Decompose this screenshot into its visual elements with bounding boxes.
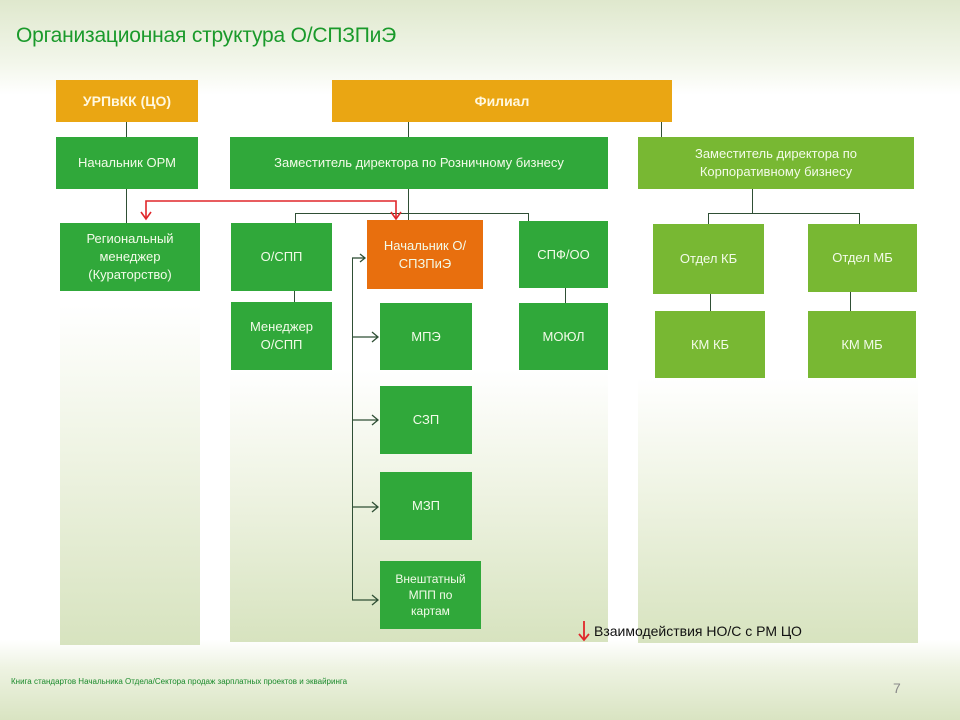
header-background — [0, 0, 960, 95]
connector-bar-spf — [528, 213, 529, 221]
box-km-mb: КМ МБ — [808, 311, 916, 378]
connector-orm-rm — [126, 189, 127, 223]
connector-filial-retail — [408, 122, 409, 137]
box-manager-ospp: Менеджер О/СПП — [231, 302, 332, 370]
box-moyul: МОЮЛ — [519, 303, 608, 370]
box-otdel-mb: Отдел МБ — [808, 224, 917, 292]
box-otdel-kb: Отдел КБ — [653, 224, 764, 294]
connector-urpvkk-orm — [126, 122, 127, 137]
box-filial: Филиал — [332, 80, 672, 122]
box-mpe: МПЭ — [380, 303, 472, 370]
footer-background — [0, 640, 960, 720]
connector-bar-mb — [859, 213, 860, 224]
red-interaction-arrow-icon — [140, 200, 402, 221]
box-head-ospzpie: Начальник О/ СПЗПиЭ — [367, 220, 483, 289]
box-freelance-mpp: Внештатный МПП по картам — [380, 561, 481, 629]
connector-spf-moyul — [565, 288, 566, 303]
connector-corp-bar — [708, 213, 860, 214]
legend-label: Взаимодействия НО/С с РМ ЦО — [594, 623, 802, 639]
legend: Взаимодействия НО/С с РМ ЦО — [576, 620, 802, 642]
box-regional-manager: Региональный менеджер (Кураторство) — [60, 223, 200, 291]
box-km-kb: КМ КБ — [655, 311, 765, 378]
connector-bar-kb — [708, 213, 709, 224]
left-column-panel — [60, 305, 200, 645]
connector-bar-ospp — [295, 213, 296, 223]
page-number: 7 — [893, 680, 901, 696]
connector-mb-kmmb — [850, 292, 851, 311]
red-down-arrow-icon — [578, 621, 590, 642]
connector-kb-kmkb — [710, 294, 711, 311]
slide-title: Организационная структура О/СПЗПиЭ — [16, 24, 397, 47]
slide-footer: Книга стандартов Начальника Отдела/Секто… — [11, 677, 348, 686]
connector-corp-down — [752, 189, 753, 213]
connector-filial-corp — [661, 122, 662, 137]
box-zam-corporate: Заместитель директора по Корпоративному … — [638, 137, 914, 189]
connector-head-bracket — [352, 258, 353, 600]
box-zam-retail: Заместитель директора по Розничному бизн… — [230, 137, 608, 189]
box-mzp: МЗП — [380, 472, 472, 540]
connector-ospp-manager — [294, 291, 295, 302]
box-urpvkk: УРПвКК (ЦО) — [56, 80, 198, 122]
box-spf-oo: СПФ/ОО — [519, 221, 608, 288]
box-ospp: О/СПП — [231, 223, 332, 291]
corporate-column-panel — [638, 378, 918, 643]
connector-retail-down — [408, 189, 409, 220]
connector-retail-bar — [295, 213, 529, 214]
box-nachalnik-orm: Начальник ОРМ — [56, 137, 198, 189]
box-szp: СЗП — [380, 386, 472, 454]
